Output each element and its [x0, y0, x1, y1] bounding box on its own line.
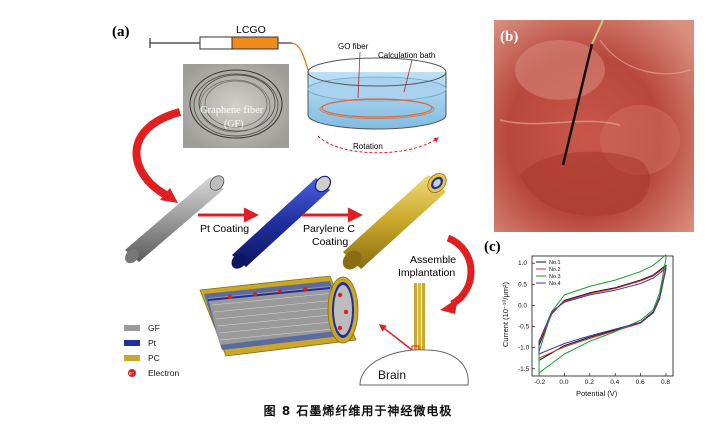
arrow-zoom — [378, 324, 413, 351]
legend-swatch-pc — [124, 355, 140, 361]
parylene-label-line2: Coating — [312, 236, 348, 248]
legend-label-electron: Electron — [148, 368, 179, 378]
arrow-photo-to-gf-head — [160, 188, 178, 203]
parylene-label-line1: Parylene C — [303, 223, 355, 235]
legend-label-gf: GF — [148, 323, 160, 333]
legend-label: No.1 — [549, 260, 561, 266]
y-tick-label: 0.0 — [518, 302, 527, 309]
legend-panel-a: e⁻ GF Pt PC Electron — [124, 323, 179, 378]
assemble-label-line2: Implantation — [398, 267, 455, 279]
x-axis-label: Potential (V) — [576, 389, 618, 398]
y-tick-label: 1.0 — [518, 260, 527, 267]
legend-label: No.3 — [549, 274, 561, 280]
panel-a-label: (a) — [112, 24, 130, 40]
x-tick-label: 0.6 — [636, 379, 645, 386]
figure-caption: 图 8 石墨烯纤维用于神经微电极 — [263, 404, 453, 418]
bath-label: Calculation bath — [378, 51, 435, 60]
pt-fiber — [231, 175, 332, 269]
x-tick-label: 0.0 — [559, 379, 568, 386]
y-tick-label: -1.0 — [518, 345, 530, 352]
legend-label: No.4 — [549, 281, 561, 287]
legend-label-pc: PC — [148, 353, 160, 363]
brain-outline — [359, 349, 469, 386]
x-tick-label: -0.2 — [534, 379, 546, 386]
gf-fiber — [125, 175, 225, 264]
legend-swatch-pt — [124, 340, 140, 346]
cv-chart: -0.2 0.0 0.2 0.4 0.6 0.8 1.0 0.5 0.0 -0.5 -1.0 -1.5… — [501, 254, 674, 398]
brain-label: Brain — [378, 368, 406, 382]
legend-label-pt: Pt — [148, 338, 157, 348]
pc-fiber — [342, 173, 447, 270]
legend-swatch-gf — [124, 325, 140, 331]
y-axis-label: Current (10⁻¹⁰/μm²) — [501, 281, 510, 347]
y-tick-label: -1.5 — [518, 366, 530, 373]
x-tick-label: 0.4 — [610, 379, 619, 386]
electrode-cutaway — [199, 275, 359, 357]
arrow-assemble — [446, 234, 475, 308]
y-tick-label: 0.5 — [518, 281, 527, 288]
x-tick-label: 0.2 — [585, 379, 594, 386]
electron-symbol: e⁻ — [129, 371, 135, 377]
photo-label-line1: Graphene fiber — [200, 105, 264, 116]
pt-coating-label: Pt Coating — [200, 223, 249, 235]
assemble-label-line1: Assemble — [410, 254, 456, 266]
syringe-label: LCGO — [236, 24, 266, 36]
x-tick-label: 0.8 — [661, 379, 670, 386]
legend-swatch-electron — [128, 369, 136, 377]
cv-series-no3 — [538, 254, 667, 374]
photo-label-line2: (GF) — [224, 119, 243, 130]
rotation-label: Rotation — [353, 142, 383, 151]
go-fiber-label: GO fiber — [338, 42, 369, 51]
arrow-photo-to-gf — [132, 108, 182, 200]
panel-b-label: (b) — [500, 29, 518, 45]
y-tick-label: -0.5 — [518, 324, 530, 331]
cv-series-no4 — [538, 267, 667, 355]
calculation-bath — [307, 51, 447, 154]
legend-label: No.2 — [549, 267, 561, 273]
arrow-assemble-head — [440, 298, 458, 314]
panel-b-photo — [494, 19, 694, 232]
panel-c-label: (c) — [484, 239, 501, 255]
graphene-fiber-photo — [183, 64, 289, 148]
